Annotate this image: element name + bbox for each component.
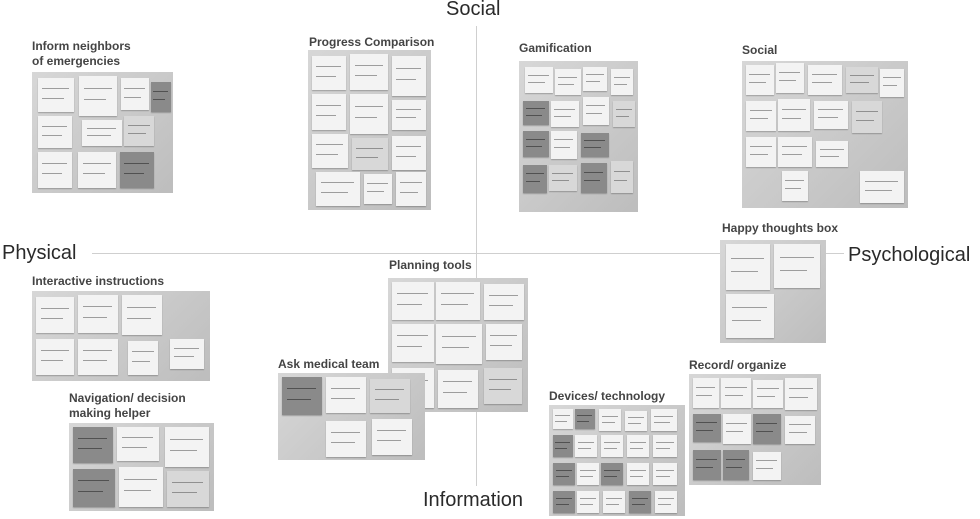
horizontal-axis (92, 253, 844, 254)
cluster-photo-askmed (278, 373, 425, 460)
cluster-label-progress: Progress Comparison (309, 35, 435, 49)
cluster-photo-progress (308, 50, 431, 210)
vertical-axis (476, 26, 477, 486)
cluster-photo-social (742, 61, 908, 208)
axis-label-bottom: Information (423, 489, 524, 511)
cluster-label-record: Record/ organize (689, 358, 787, 372)
cluster-label-gamification: Gamification (519, 41, 592, 55)
cluster-label-happy: Happy thoughts box (722, 221, 838, 235)
cluster-label-navigation: Navigation/ decision making helper (69, 391, 186, 420)
cluster-photo-gamification (519, 61, 638, 212)
cluster-photo-inform (32, 72, 173, 193)
cluster-label-devices: Devices/ technology (549, 389, 666, 403)
cluster-photo-navigation (69, 423, 214, 511)
cluster-label-inform: Inform neighbors of emergencies (32, 39, 131, 68)
cluster-label-planning: Planning tools (389, 258, 472, 272)
cluster-photo-record (689, 374, 821, 485)
cluster-photo-devices (549, 405, 685, 516)
axis-label-left: Physical (2, 242, 77, 264)
cluster-photo-happy (720, 240, 826, 343)
cluster-label-interactive: Interactive instructions (32, 274, 165, 288)
cluster-photo-interactive (32, 291, 210, 381)
axis-label-right: Psychological (848, 244, 971, 266)
cluster-label-social: Social (742, 43, 778, 57)
axis-label-top: Social (446, 0, 501, 20)
cluster-label-askmed: Ask medical team (278, 357, 380, 371)
